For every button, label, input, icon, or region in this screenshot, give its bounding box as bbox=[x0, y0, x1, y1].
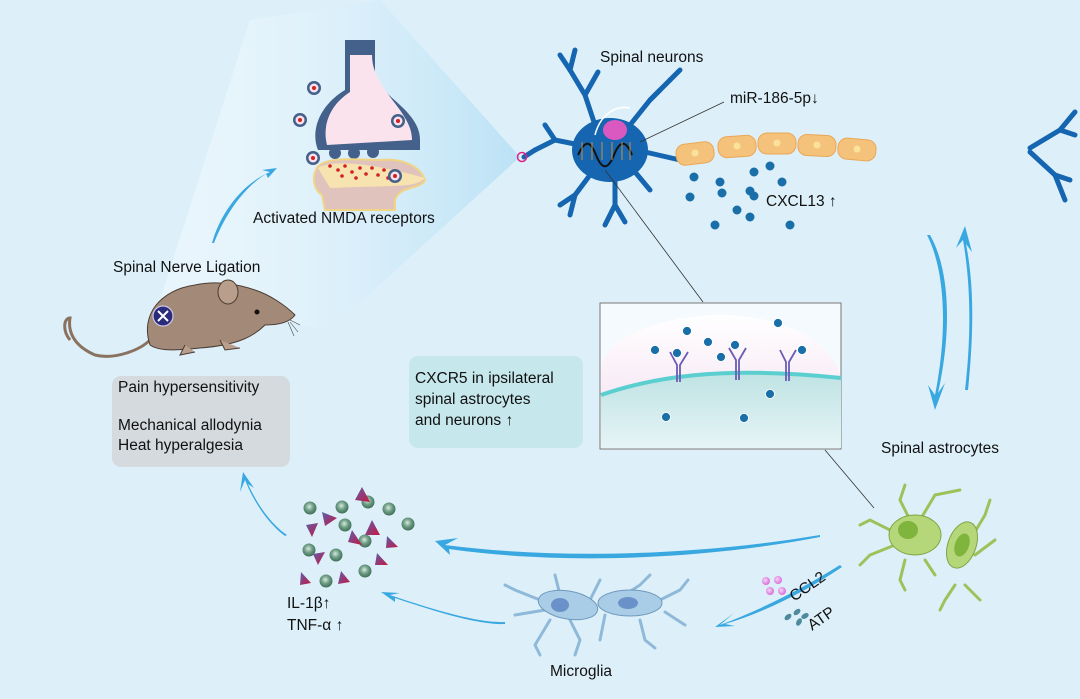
arrow-microglia-to-cytokines bbox=[381, 592, 505, 625]
myelin-sheath bbox=[675, 132, 877, 166]
mir-name: miR-186-5p bbox=[730, 90, 811, 107]
down-arrow-icon: ↓ bbox=[810, 90, 819, 107]
label-spinal-neurons: Spinal neurons bbox=[600, 49, 704, 66]
inset-callout-line-bottom bbox=[824, 449, 875, 509]
pathway-arrows bbox=[212, 168, 973, 627]
inset-callout-line-top bbox=[604, 169, 704, 303]
mir-callout-line bbox=[639, 101, 725, 143]
label-nmda-receptors: Activated NMDA receptors bbox=[253, 210, 435, 227]
up-arrow-icon: ↑ bbox=[828, 193, 837, 210]
arrow-astrocyte-to-cytokines bbox=[435, 535, 820, 559]
spinal-neuron-illustration bbox=[521, 47, 1078, 228]
cxcr5-line: CXCR5 in ipsilateral bbox=[415, 370, 554, 387]
up-arrow-icon: ↑ bbox=[335, 617, 344, 634]
label-spinal-astrocytes: Spinal astrocytes bbox=[881, 440, 1000, 457]
arrow-neuron-to-astrocyte bbox=[927, 235, 948, 410]
ccl2-particles bbox=[762, 576, 786, 595]
tnfa-name: TNF-α bbox=[287, 617, 332, 634]
arrow-astrocyte-to-neuron bbox=[956, 226, 973, 390]
pain-hypersensitivity-box: Pain hypersensitivity Mechanical allodyn… bbox=[112, 376, 290, 467]
arrow-cytokines-to-pain bbox=[240, 472, 287, 536]
pain-box-title: Pain hypersensitivity bbox=[118, 379, 260, 396]
membrane-inset bbox=[599, 302, 842, 450]
cxcr5-line: spinal astrocytes bbox=[415, 391, 531, 408]
synapse-illustration bbox=[293, 40, 427, 211]
label-tnfa: TNF-α ↑ bbox=[287, 617, 343, 635]
cxcl13-dots bbox=[685, 161, 795, 230]
label-microglia: Microglia bbox=[550, 663, 613, 680]
up-arrow-icon: ↑ bbox=[322, 595, 331, 612]
mouse-illustration bbox=[63, 279, 301, 358]
microglia-illustration bbox=[503, 573, 690, 657]
pain-box-item: Heat hyperalgesia bbox=[118, 437, 243, 454]
cxcr5-box: CXCR5 in ipsilateral spinal astrocytes a… bbox=[409, 356, 583, 448]
label-cxcl13: CXCL13 ↑ bbox=[766, 193, 837, 211]
astrocyte-illustration bbox=[858, 483, 997, 612]
vesicles bbox=[293, 81, 405, 183]
label-mir-186-5p: miR-186-5p↓ bbox=[730, 90, 819, 108]
synapse-pointer bbox=[516, 151, 528, 163]
label-il1b: IL-1β↑ bbox=[287, 595, 330, 613]
up-arrow-icon: ↑ bbox=[505, 412, 514, 429]
label-spinal-nerve-ligation: Spinal Nerve Ligation bbox=[113, 259, 261, 276]
atp-particles bbox=[784, 608, 809, 626]
cxcl13-name: CXCL13 bbox=[766, 193, 825, 210]
il1b-name: IL-1β bbox=[287, 595, 323, 612]
cxcr5-line: and neurons bbox=[415, 412, 502, 429]
pain-box-item: Mechanical allodynia bbox=[118, 417, 262, 434]
cytokine-cluster bbox=[300, 487, 415, 588]
